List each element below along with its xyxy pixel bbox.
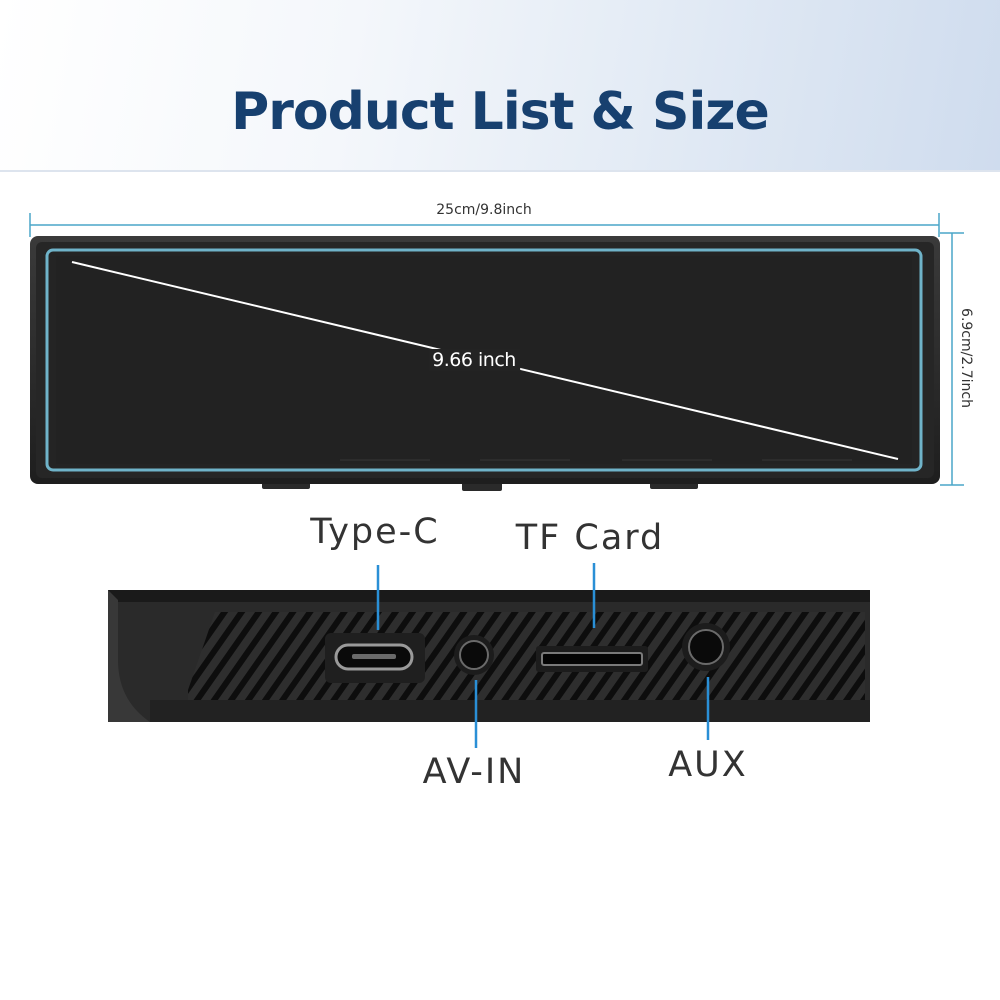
aux-jack [682, 623, 730, 671]
height-label: 6.9cm/2.7inch [958, 308, 974, 408]
header-band [0, 0, 1000, 172]
av-in-jack [454, 635, 494, 675]
diagonal-label: 9.66 inch [428, 349, 520, 371]
width-dimension-line [29, 213, 940, 237]
width-label: 25cm/9.8inch [436, 202, 532, 218]
aux-label: AUX [668, 745, 748, 785]
tf-card-label: TF Card [515, 518, 665, 558]
av-in-label: AV-IN [422, 752, 526, 792]
type-c-label: Type-C [310, 512, 440, 552]
height-dimension-line [940, 232, 964, 486]
page-title: Product List & Size [231, 82, 770, 142]
type-c-port [325, 633, 425, 683]
tf-card-slot [536, 646, 648, 672]
